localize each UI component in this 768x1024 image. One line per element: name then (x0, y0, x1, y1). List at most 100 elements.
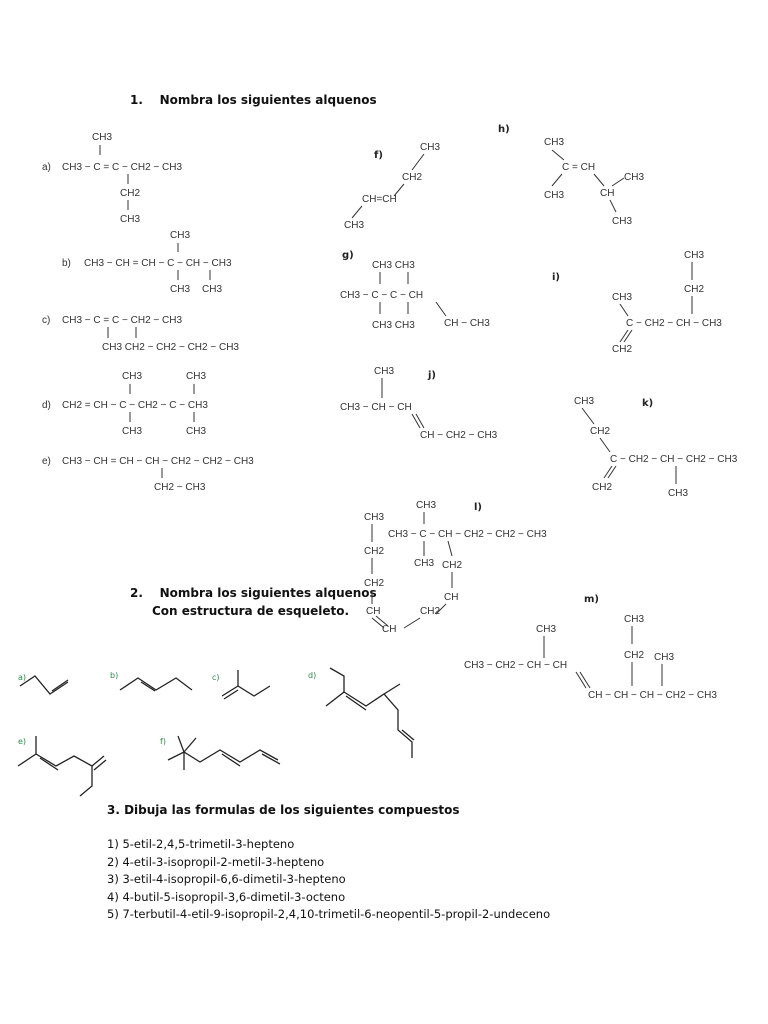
svg-text:CH3 CH3: CH3 CH3 (372, 320, 415, 331)
label-l: l) (474, 502, 482, 513)
svg-text:CH3 CH3: CH3 CH3 (372, 260, 415, 271)
svg-text:CH3: CH3 (344, 220, 364, 231)
svg-text:CH3: CH3 (654, 652, 674, 663)
svg-text:CH3 − C = C − CH2 − CH3: CH3 − C = C − CH2 − CH3 (62, 315, 182, 326)
svg-text:CH3 − CH2 − CH − CH: CH3 − CH2 − CH − CH (464, 660, 567, 671)
svg-text:C = CH: C = CH (562, 162, 595, 173)
label-c: c) (42, 315, 50, 326)
structure-k: k) CH3 CH2 C − CH2 − CH − CH2 − CH3 CH2C… (574, 396, 738, 499)
compound-list: 1) 5-etil-2,4,5-trimetil-3-hepteno 2) 4-… (107, 836, 550, 924)
svg-text:CH3: CH3 (122, 426, 142, 437)
svg-text:CH: CH (600, 188, 614, 199)
compound-item: 5) 7-terbutil-4-etil-9-isopropil-2,4,10-… (107, 907, 551, 922)
structure-j: j) CH3 CH3 − CH − CH CH − CH2 − CH3 (340, 366, 498, 441)
section1-title: Nombra los siguientes alquenos (159, 93, 377, 107)
svg-text:CH3: CH3 (624, 172, 644, 183)
section1-number: 1. (130, 93, 143, 107)
skel-label-f: f) (160, 737, 166, 746)
label-m: m) (584, 594, 599, 605)
label-h: h) (498, 124, 510, 135)
svg-text:CH3 − C − CH − CH2 − CH2 − CH3: CH3 − C − CH − CH2 − CH2 − CH3 (388, 529, 547, 540)
svg-text:CH3: CH3 (612, 292, 632, 303)
svg-text:CH3: CH3 (420, 142, 440, 153)
svg-text:CH3: CH3 (536, 624, 556, 635)
label-g: g) (342, 250, 354, 261)
svg-text:CH3: CH3 (186, 371, 206, 382)
svg-text:CH2: CH2 (442, 560, 462, 571)
section2-subtitle: Con estructura de esqueleto. (152, 604, 350, 618)
label-a: a) (42, 162, 51, 173)
svg-text:CH3: CH3 (612, 216, 632, 227)
svg-text:CH2: CH2 (612, 344, 632, 355)
svg-text:CH2 = CH − C − CH2 − C − CH3: CH2 = CH − C − CH2 − C − CH3 (62, 400, 208, 411)
svg-text:CH3 CH2 − CH2 − CH2 − CH3: CH3 CH2 − CH2 − CH2 − CH3 (102, 342, 239, 353)
svg-text:CH3: CH3 (122, 371, 142, 382)
svg-text:CH3 − CH − CH: CH3 − CH − CH (340, 402, 412, 413)
svg-text:CH3: CH3 (202, 284, 222, 295)
svg-text:CH2: CH2 (402, 172, 422, 183)
svg-text:CH − CH3: CH − CH3 (444, 318, 490, 329)
svg-text:CH3 − CH = CH − C − CH − CH3: CH3 − CH = CH − C − CH − CH3 (84, 258, 232, 269)
label-k: k) (642, 398, 653, 409)
structure-g: g) CH3 CH3 CH3 − C − C − CH CH3 CH3 CH − … (340, 250, 490, 331)
svg-text:CH3: CH3 (574, 396, 594, 407)
label-e: e) (42, 456, 51, 467)
svg-text:C − CH2 − CH − CH2 − CH3: C − CH2 − CH − CH2 − CH3 (610, 454, 738, 465)
section2-number: 2. (130, 586, 143, 600)
label-f: f) (374, 150, 383, 161)
skel-label-d: d) (308, 671, 316, 680)
compound-item: 4) 4-butil-5-isopropil-3,6-dimetil-3-oct… (107, 889, 346, 904)
structure-l: l) CH3 CH3 CH3 − C − CH − CH2 − CH2 − CH… (364, 500, 547, 635)
svg-text:CH3 − C − C − CH: CH3 − C − C − CH (340, 290, 423, 301)
svg-text:CH: CH (444, 592, 458, 603)
svg-text:CH3: CH3 (92, 132, 112, 143)
skel-label-b: b) (110, 671, 118, 680)
svg-text:CH − CH − CH − CH2 − CH3: CH − CH − CH − CH2 − CH3 (588, 690, 717, 701)
section1-heading: 1. Nombra los siguientes alquenos (130, 93, 377, 107)
compound-item: 1) 5-etil-2,4,5-trimetil-3-hepteno (107, 837, 295, 851)
structure-a: a) CH3 CH3 − C = C − CH2 − CH3 CH2 CH3 (42, 132, 182, 225)
svg-text:CH2: CH2 (684, 284, 704, 295)
svg-text:CH2: CH2 (590, 426, 610, 437)
svg-text:CH2: CH2 (120, 188, 140, 199)
svg-text:CH3: CH3 (414, 558, 434, 569)
svg-text:CH3: CH3 (684, 250, 704, 261)
label-d: d) (42, 400, 51, 411)
svg-text:CH3: CH3 (170, 284, 190, 295)
svg-text:CH2: CH2 (592, 482, 612, 493)
svg-text:CH2: CH2 (364, 546, 384, 557)
skel-label-e: e) (18, 737, 26, 746)
section2-heading: 2. Nombra los siguientes alquenos (130, 586, 377, 600)
structure-c: c) CH3 − C = C − CH2 − CH3 CH3 CH2 − CH2… (42, 315, 239, 353)
svg-text:CH3: CH3 (544, 190, 564, 201)
skeletal-structures: a) b) c) d) e) f) (17, 667, 415, 797)
svg-text:CH3: CH3 (668, 488, 688, 499)
svg-text:CH2: CH2 (420, 606, 440, 617)
structure-e: e) CH3 − CH = CH − CH − CH2 − CH2 − CH3 … (42, 456, 254, 493)
structure-i: i) CH3 CH2 CH3 C − CH2 − CH − CH3 CH2 (552, 250, 722, 355)
skel-label-a: a) (18, 673, 26, 682)
svg-text:CH3: CH3 (624, 614, 644, 625)
svg-text:CH2: CH2 (624, 650, 644, 661)
svg-text:CH3: CH3 (120, 214, 140, 225)
svg-text:CH3: CH3 (364, 512, 384, 523)
svg-text:CH3 − CH = CH − CH − CH2 − CH2: CH3 − CH = CH − CH − CH2 − CH2 − CH3 (62, 456, 254, 467)
label-b: b) (62, 258, 71, 269)
svg-text:CH3: CH3 (170, 230, 190, 241)
compound-item: 2) 4-etil-3-isopropil-2-metil-3-hepteno (107, 854, 325, 869)
structure-f: f) CH3 CH2 CH=CH CH3 (344, 142, 440, 231)
section2-title: Nombra los siguientes alquenos (159, 586, 377, 600)
label-j: j) (427, 370, 436, 381)
svg-text:CH2 − CH3: CH2 − CH3 (154, 482, 206, 493)
svg-text:CH=CH: CH=CH (362, 194, 397, 205)
svg-text:CH: CH (382, 624, 396, 635)
compound-item: 3) 3-etil-4-isopropil-6,6-dimetil-3-hept… (107, 872, 346, 887)
svg-text:CH − CH2 − CH3: CH − CH2 − CH3 (420, 430, 498, 441)
svg-text:CH3: CH3 (416, 500, 436, 511)
svg-text:CH3: CH3 (544, 137, 564, 148)
svg-text:CH3 − C = C − CH2 − CH3: CH3 − C = C − CH2 − CH3 (62, 162, 182, 173)
